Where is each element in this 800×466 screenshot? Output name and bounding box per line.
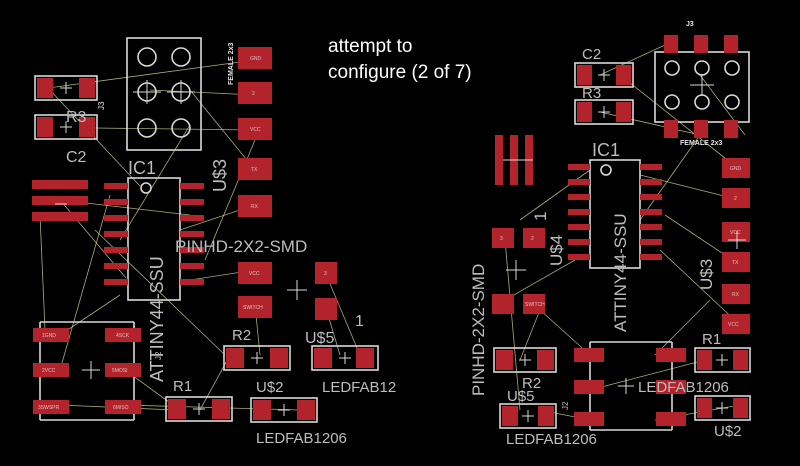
hdr-pad-6: 6MISO xyxy=(113,405,129,411)
right-c2-label: C2 xyxy=(582,46,601,63)
right-board: J3 FEMALE 2x3 C2 R3 xyxy=(469,21,751,448)
left-ledfab12-label: LEDFAB12 xyxy=(322,379,396,396)
right-ic1-pins-right xyxy=(640,164,662,260)
right-pad-tx: TX xyxy=(732,260,739,266)
left-bottom-header: 1GND 2VCC 3SWSPR 4SCK 5MOSI 6MISO J2 xyxy=(33,321,163,421)
right-j2-header: J2 xyxy=(561,341,686,431)
left-j2-label: J2 xyxy=(154,351,163,360)
right-ledfab1206-a-label: LEDFAB1206 xyxy=(506,431,597,448)
right-pinhd-label: PINHD-2X2-SMD xyxy=(469,264,488,396)
right-u2-label: U$2 xyxy=(714,423,742,440)
right-u3-label: U$3 xyxy=(697,259,716,290)
left-u2-label: U$2 xyxy=(256,379,284,396)
pad-label-vcc-2: VCC xyxy=(249,271,260,277)
left-pinhd-label: PINHD-2X2-SMD xyxy=(175,237,307,256)
hdr-pad-4: 4SCK xyxy=(116,333,130,339)
left-j3-header: FEMALE 2x3 J3 xyxy=(97,37,235,151)
right-pad-2: 2 xyxy=(734,196,737,202)
pad-label-tx: TX xyxy=(251,167,258,173)
pad-label-switch: SWITCH xyxy=(243,305,263,311)
left-c2-label: C2 xyxy=(66,149,87,166)
pad-label-3: 3 xyxy=(324,271,327,277)
right-side-bars xyxy=(495,135,533,185)
hdr-pad-3: 3SWSPR xyxy=(38,405,60,411)
left-ledfab1206: LEDFAB1206 xyxy=(250,397,347,447)
left-r2-label: R2 xyxy=(232,327,251,344)
right-ic1-pins-left xyxy=(568,164,590,260)
caption-line-1: attempt to xyxy=(328,36,413,57)
right-attiny-label: ATTINY44-SSU xyxy=(611,213,630,332)
left-ic1-label: IC1 xyxy=(128,158,156,178)
right-pad-gnd: GND xyxy=(730,166,742,172)
right-u2: U$2 xyxy=(694,395,751,440)
right-num-1-label: 1 xyxy=(531,212,550,221)
right-u5: U$5 LEDFAB1206 LEDFAB1206 xyxy=(499,379,729,448)
left-j3-female-label: FEMALE 2x3 xyxy=(228,42,235,85)
left-r1: R1 xyxy=(165,378,233,422)
left-num-1-label: 1 xyxy=(355,313,364,330)
right-j3-header: J3 FEMALE 2x3 xyxy=(654,21,750,147)
right-ledfab1206-b-label: LEDFAB1206 xyxy=(638,379,729,396)
right-j3-label: J3 xyxy=(686,21,694,28)
left-attiny-label: ATTINY44-SSU xyxy=(147,256,167,382)
right-r2-label: R2 xyxy=(522,375,541,392)
right-pinhd: 3 SWITCH 2 PINHD-2X2-SMD xyxy=(469,228,545,396)
right-u5-label: U$5 xyxy=(507,388,535,405)
pad-label-vcc: VCC xyxy=(250,127,261,133)
left-ledfab1206-label: LEDFAB1206 xyxy=(256,430,347,447)
hdr-pad-5: 5MOSI xyxy=(112,368,128,374)
right-ic1-label: IC1 xyxy=(592,140,620,160)
right-r2: R2 xyxy=(493,347,557,392)
right-u4-label: U$4 xyxy=(547,235,566,266)
left-u5-label: U$5 xyxy=(305,330,334,347)
right-pad-label-switch: SWITCH xyxy=(525,302,545,308)
left-r3-c2: R3 C2 xyxy=(34,75,98,166)
pad-label-2: 2 xyxy=(252,91,255,97)
left-r3-label: R3 xyxy=(66,109,87,126)
left-ic1-pins-right xyxy=(180,183,204,285)
hdr-pad-2: 2VCC xyxy=(42,368,56,374)
pad-label-rx: RX xyxy=(251,204,259,210)
right-pad-label-3: 3 xyxy=(500,236,503,242)
right-r3-label: R3 xyxy=(582,85,601,102)
left-u5: U$5 1 LEDFAB12 xyxy=(305,313,396,396)
left-r1-label: R1 xyxy=(173,378,192,395)
right-c2-r3: C2 R3 xyxy=(574,46,634,125)
right-pad-rx: RX xyxy=(732,292,740,298)
right-pin-column: GND 2 VCC TX RX VCC U$3 xyxy=(697,158,750,334)
left-board: FEMALE 2x3 J3 GND 2 VCC TX RX VCC SWITCH xyxy=(32,37,396,447)
right-r1: R1 xyxy=(694,331,751,373)
right-pad-label-2: 2 xyxy=(531,236,534,242)
left-side-pads xyxy=(32,180,88,221)
caption-text: attempt to configure (2 of 7) xyxy=(328,34,528,86)
right-j3-female-label: FEMALE 2x3 xyxy=(680,140,723,147)
left-ic1: IC1 U$3 ATTINY44-SSU PINHD-2X2-SMD xyxy=(104,158,307,382)
right-pad-vcc-2: VCC xyxy=(728,322,739,328)
left-j3-label: J3 xyxy=(97,101,106,110)
right-j2-label: J2 xyxy=(561,401,570,410)
left-pin-pads: GND 2 VCC TX RX VCC SWITCH 3 xyxy=(238,47,337,320)
caption-line-2: configure (2 of 7) xyxy=(328,62,472,83)
left-ic1-pins-left xyxy=(104,183,128,285)
pad-label-gnd: GND xyxy=(250,56,262,62)
right-ic1: IC1 ATTINY44-SSU U$4 1 xyxy=(531,140,662,332)
right-pad-vcc: VCC xyxy=(730,230,741,236)
left-r2: R2 U$2 xyxy=(223,327,291,396)
right-r1-label: R1 xyxy=(702,331,721,348)
left-u3-label: U$3 xyxy=(210,159,230,192)
hdr-pad-1: 1GND xyxy=(42,333,56,339)
